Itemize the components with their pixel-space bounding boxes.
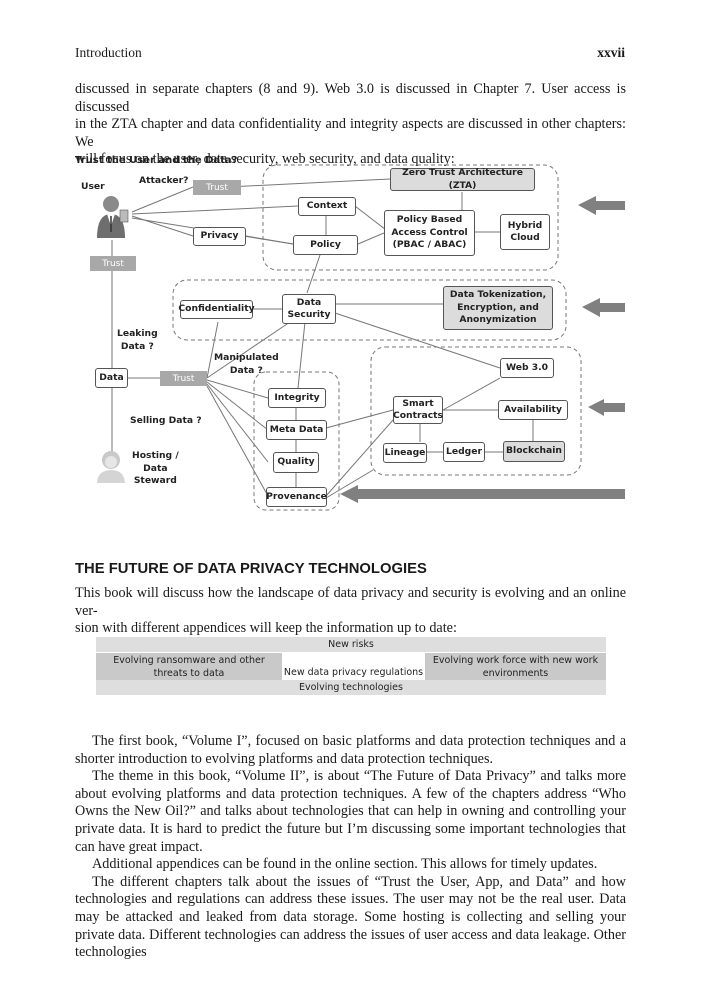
user-label: User bbox=[81, 181, 105, 192]
privacy-box: Privacy bbox=[193, 227, 246, 246]
page-number: xxvii bbox=[597, 45, 625, 60]
evolution-table: New risks Evolving ransomware and other … bbox=[96, 637, 606, 695]
intro-line: discussed in separate chapters (8 and 9)… bbox=[75, 81, 626, 115]
blockchain-box: Blockchain bbox=[503, 441, 565, 462]
zta-box: Zero Trust Architecture (ZTA) bbox=[390, 167, 535, 191]
body-paragraphs: The first book, “Volume I”, focused on b… bbox=[75, 733, 626, 962]
running-header: Introduction bbox=[75, 45, 142, 60]
hybrid-cloud-box: Hybrid Cloud bbox=[500, 214, 550, 250]
left-arrow-icon bbox=[340, 485, 625, 503]
section-intro-line: sion with different appendices will keep… bbox=[75, 620, 457, 637]
intro-paragraph: discussed in separate chapters (8 and 9)… bbox=[75, 81, 626, 169]
ledger-box: Ledger bbox=[443, 442, 485, 462]
selling-data-label: Selling Data ? bbox=[130, 415, 202, 426]
confidentiality-box: Confidentiality bbox=[178, 300, 255, 319]
section-intro-line: This book will discuss how the landscape… bbox=[75, 585, 626, 619]
meta-data-box: Meta Data bbox=[266, 420, 327, 440]
left-arrow-icon bbox=[578, 196, 625, 215]
quality-group-outline bbox=[253, 371, 340, 511]
paragraph: Additional appendices can be found in th… bbox=[92, 856, 598, 873]
table-top-cell: New risks bbox=[96, 637, 606, 653]
data-box: Data bbox=[95, 368, 128, 388]
table-cell-workforce: Evolving work force with new work enviro… bbox=[425, 653, 606, 680]
paragraph: The different chapters talk about the is… bbox=[75, 873, 626, 961]
zta-group-outline bbox=[262, 164, 559, 271]
left-arrow-icon bbox=[582, 298, 625, 317]
table-cell-ransomware: Evolving ransomware and other threats to… bbox=[96, 653, 282, 680]
smart-contracts-box: Smart Contracts bbox=[393, 396, 443, 424]
intro-line: in the ZTA chapter and data confidential… bbox=[75, 116, 626, 150]
context-box: Context bbox=[298, 197, 356, 216]
pbac-box: Policy Based Access Control (PBAC / ABAC… bbox=[384, 210, 475, 256]
manipulated-data-label: Manipulated Data ? bbox=[214, 352, 279, 376]
user-icon bbox=[97, 196, 129, 238]
web3-box: Web 3.0 bbox=[500, 358, 554, 378]
section-title: THE FUTURE OF DATA PRIVACY TECHNOLOGIES bbox=[75, 561, 427, 577]
trust-diagram: Trust the User and the Data? User Attack… bbox=[75, 155, 625, 511]
diagram-title: Trust the User and the Data? bbox=[75, 155, 238, 166]
hosting-label: Hosting / Data Steward bbox=[132, 450, 179, 486]
trust-tag: Trust bbox=[193, 180, 241, 195]
trust-tag: Trust bbox=[90, 256, 136, 271]
paragraph: The first book, “Volume I”, focused on b… bbox=[75, 733, 626, 767]
policy-box: Policy bbox=[293, 235, 358, 255]
security-group-outline bbox=[172, 279, 567, 341]
web3-group-outline bbox=[370, 346, 582, 476]
arrow-group bbox=[340, 196, 625, 503]
trust-tag: Trust bbox=[160, 371, 207, 386]
attacker-label: Attacker? bbox=[139, 175, 189, 186]
data-steward-icon bbox=[97, 451, 125, 483]
left-arrow-icon bbox=[588, 399, 625, 416]
lineage-box: Lineage bbox=[383, 443, 427, 463]
table-bottom-cell: Evolving technologies bbox=[96, 680, 606, 695]
data-security-box: Data Security bbox=[282, 294, 336, 324]
integrity-box: Integrity bbox=[268, 388, 326, 408]
quality-box: Quality bbox=[273, 452, 319, 473]
intro-line: will focus on the user, data security, w… bbox=[75, 151, 455, 168]
table-cell-regulations: New data privacy regulations bbox=[282, 653, 425, 680]
tokenization-box: Data Tokenization, Encryption, and Anony… bbox=[443, 286, 553, 330]
section-intro: This book will discuss how the landscape… bbox=[75, 585, 626, 638]
paragraph: The theme in this book, “Volume II”, is … bbox=[75, 768, 626, 855]
diagram-connectors bbox=[97, 164, 625, 511]
provenance-box: Provenance bbox=[266, 487, 327, 507]
leaking-data-label: Leaking Data ? bbox=[117, 328, 158, 352]
availability-box: Availability bbox=[498, 400, 568, 420]
